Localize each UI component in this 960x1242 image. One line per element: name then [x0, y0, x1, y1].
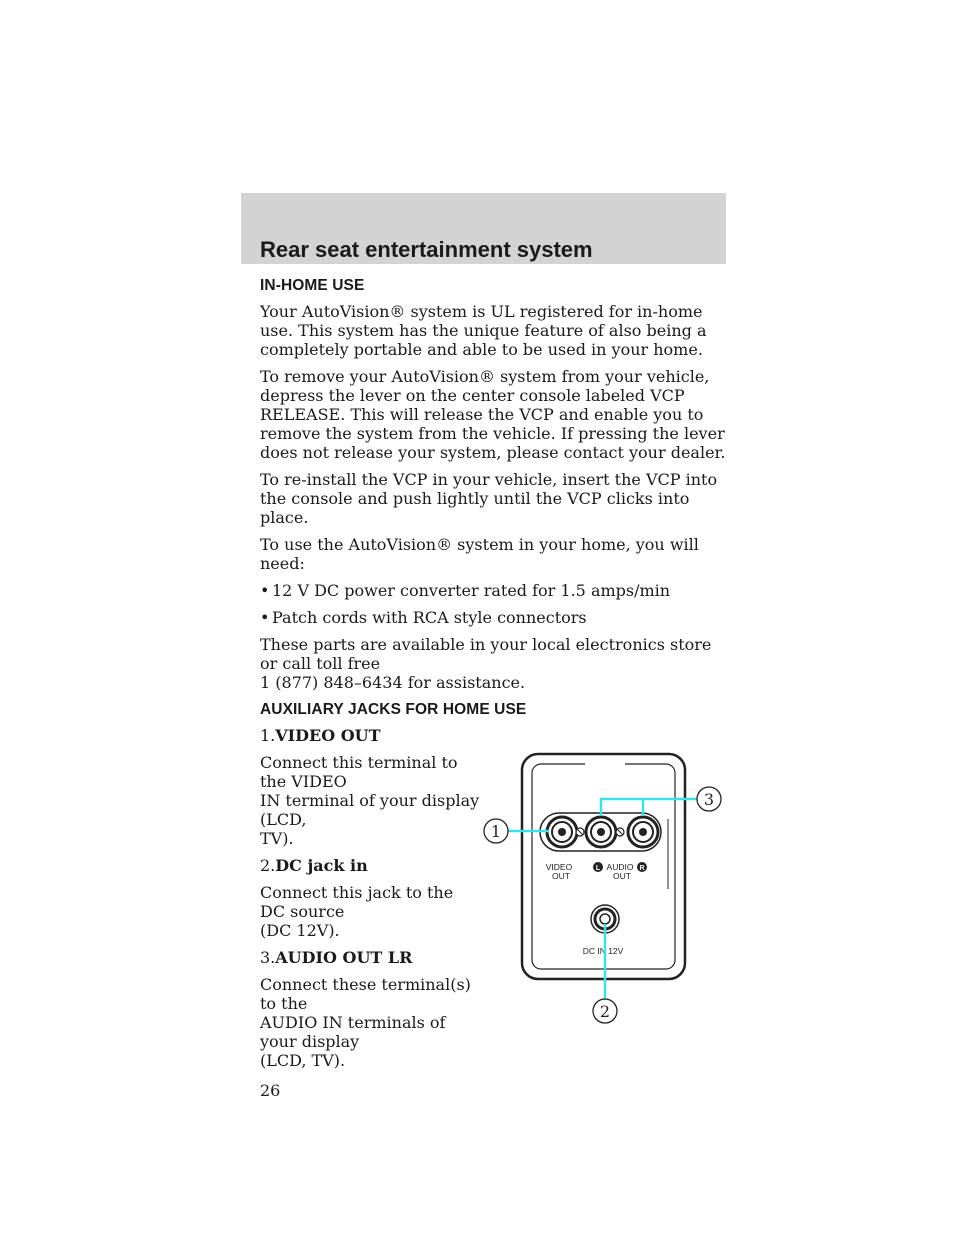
bullet-item: • 12 V DC power converter rated for 1.5 … [260, 581, 730, 600]
callout-number-3: 3 [704, 790, 714, 809]
aux-item-line: Connect this terminal to the VIDEO [260, 753, 458, 791]
aux-item-line: Connect these terminal(s) to the [260, 975, 471, 1013]
audio-left-jack [584, 815, 618, 849]
section-header-title: Rear seat entertainment system [260, 237, 593, 262]
page-number: 26 [260, 1081, 281, 1100]
bullet-item: • Patch cords with RCA style connectors [260, 608, 730, 627]
aux-item-title: VIDEO OUT [275, 726, 381, 745]
availability-line-1: These parts are available in your local … [260, 635, 712, 673]
auxiliary-jacks-heading: AUXILIARY JACKS FOR HOME USE [260, 701, 527, 718]
callout-number-1: 1 [491, 822, 501, 841]
aux-item-number: 1. [260, 726, 276, 745]
right-channel-marker-icon [637, 862, 647, 872]
aux-item-title: AUDIO OUT LR [275, 948, 413, 967]
aux-item-number: 2. [260, 856, 276, 875]
audio-out-label-line2: OUT [613, 871, 631, 881]
callout-number-2: 2 [600, 1002, 610, 1021]
in-home-paragraph-2: To remove your AutoVision® system from y… [260, 367, 726, 462]
aux-item-dc-jack-title: 2.DC jack in [260, 856, 480, 875]
audio-right-jack [626, 815, 660, 849]
video-out-label-line1: VIDEO [546, 862, 573, 872]
callout-line-3 [599, 797, 645, 816]
auxiliary-jacks-list: 1.VIDEO OUT Connect this terminal to the… [260, 726, 480, 1070]
audio-out-label-line1: AUDIO [607, 862, 634, 872]
aux-item-title: DC jack in [275, 856, 368, 875]
aux-item-audio-out-title: 3.AUDIO OUT LR [260, 948, 480, 967]
in-home-paragraph-3: To re-install the VCP in your vehicle, i… [260, 470, 718, 527]
aux-item-line: (DC 12V). [260, 921, 340, 940]
bullet-dot: • [260, 608, 270, 627]
page-content: IN-HOME USE Your AutoVision® system is U… [260, 276, 730, 1070]
aux-jacks-diagram: VIDEO OUT L AUDIO OUT R DC IN 12V 1 [483, 752, 722, 1024]
callout-badge-1 [483, 818, 509, 844]
aux-item-video-out-title: 1.VIDEO OUT [260, 726, 480, 745]
in-home-use-heading: IN-HOME USE [260, 277, 365, 294]
aux-item-line: Connect this jack to the DC source [260, 883, 454, 921]
availability-line-2: 1 (877) 848–6434 for assistance. [260, 673, 526, 692]
aux-item-line: IN terminal of your display (LCD, [260, 791, 480, 829]
in-home-paragraph-1: Your AutoVision® system is UL registered… [260, 302, 707, 359]
bullet-text-patch-cords: Patch cords with RCA style connectors [272, 608, 587, 627]
in-home-paragraph-4: To use the AutoVision® system in your ho… [260, 535, 699, 573]
screw-icon [575, 827, 585, 837]
auxiliary-jacks-section: 1.VIDEO OUT Connect this terminal to the… [260, 726, 730, 1070]
dc-in-label: DC IN 12V [583, 946, 624, 956]
dc-in-jack [590, 904, 620, 934]
video-out-label-line2: OUT [552, 871, 570, 881]
callout-badge-2 [592, 998, 618, 1024]
bullet-dot: • [260, 581, 270, 600]
screw-icon [615, 827, 625, 837]
aux-item-number: 3. [260, 948, 276, 967]
left-channel-marker-icon [593, 862, 603, 872]
aux-item-line: (LCD, TV). [260, 1051, 346, 1070]
video-out-jack [545, 815, 579, 849]
right-channel-marker: R [639, 865, 644, 872]
section-header-bar: Rear seat entertainment system [241, 193, 726, 264]
callout-badge-3 [696, 786, 722, 812]
aux-item-line: AUDIO IN terminals of your display [260, 1013, 446, 1051]
aux-item-line: TV). [260, 829, 294, 848]
left-channel-marker: L [596, 865, 601, 872]
bullet-text-power-converter: 12 V DC power converter rated for 1.5 am… [272, 581, 671, 600]
